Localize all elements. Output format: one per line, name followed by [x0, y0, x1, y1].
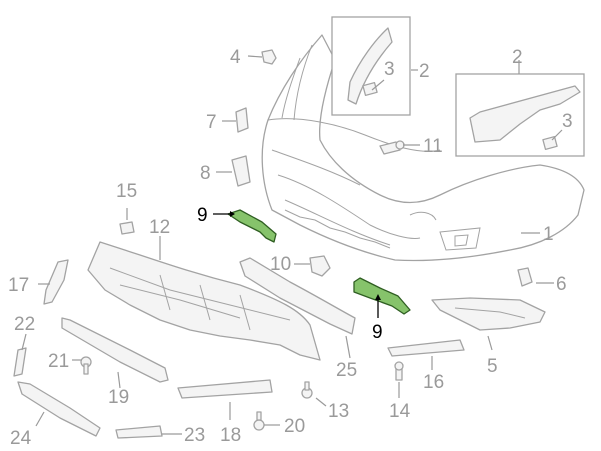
callout-21: 21	[48, 351, 69, 372]
inset-box-right	[455, 73, 585, 157]
bracket-part-22	[13, 347, 27, 377]
bolt-part-20	[253, 411, 265, 431]
callout-8: 8	[200, 163, 211, 184]
cover-part-15	[119, 221, 135, 235]
bracket-part-8	[231, 155, 251, 187]
undercover-part-12	[87, 241, 321, 361]
strip-part-19	[61, 317, 169, 383]
leader-lines	[21, 55, 563, 435]
callout-14: 14	[389, 401, 411, 422]
callout-24: 24	[10, 428, 32, 449]
callout-22: 22	[14, 314, 35, 335]
callout-10: 10	[270, 254, 291, 275]
strip-part-16	[387, 339, 465, 357]
callout-9-right: 9	[372, 322, 383, 343]
inset-box-left	[331, 16, 411, 116]
callout-20: 20	[284, 416, 305, 437]
spoiler-part-25	[239, 257, 356, 335]
clip-part-4	[261, 49, 277, 65]
clip-part-10	[309, 255, 331, 277]
bumper-cover	[261, 34, 585, 262]
callouts: 1 2 2 3 3 4 5 6 7 8 9 9 10 11 12 13 14 1…	[8, 47, 573, 449]
callout-4: 4	[230, 47, 241, 68]
callout-13: 13	[328, 401, 349, 422]
callout-9-left: 9	[197, 205, 208, 226]
callout-2-left: 2	[419, 61, 430, 82]
callout-7: 7	[206, 112, 217, 133]
bracket-part-5	[431, 297, 546, 331]
callout-11: 11	[423, 136, 443, 157]
callout-15: 15	[116, 181, 137, 202]
highlighted-bracket-left-9	[227, 209, 277, 243]
bolt-part-14	[394, 361, 404, 381]
callout-16: 16	[423, 372, 444, 393]
leader-lines-dark	[213, 211, 381, 318]
strip-part-23	[115, 425, 163, 439]
clip-part-6	[517, 267, 533, 287]
bolt-part-21	[80, 356, 92, 375]
callout-6: 6	[556, 274, 567, 295]
callout-25: 25	[336, 360, 357, 381]
callout-5: 5	[487, 356, 498, 377]
callout-19: 19	[108, 387, 129, 408]
grommet-part-13	[301, 381, 313, 399]
callout-12: 12	[149, 217, 170, 238]
bolt-part-11	[379, 140, 405, 155]
bracket-part-17	[43, 259, 69, 305]
strip-part-24	[17, 381, 101, 437]
strip-part-18	[177, 379, 273, 399]
callout-23: 23	[184, 425, 205, 446]
badge-part-7	[235, 107, 249, 133]
highlighted-bracket-right-9	[353, 277, 411, 315]
callout-3-right: 3	[562, 111, 573, 132]
callout-18: 18	[220, 425, 241, 446]
callout-3-left: 3	[384, 59, 395, 80]
callout-2-right: 2	[512, 47, 523, 68]
callout-17: 17	[8, 275, 29, 296]
callout-1: 1	[543, 224, 554, 245]
